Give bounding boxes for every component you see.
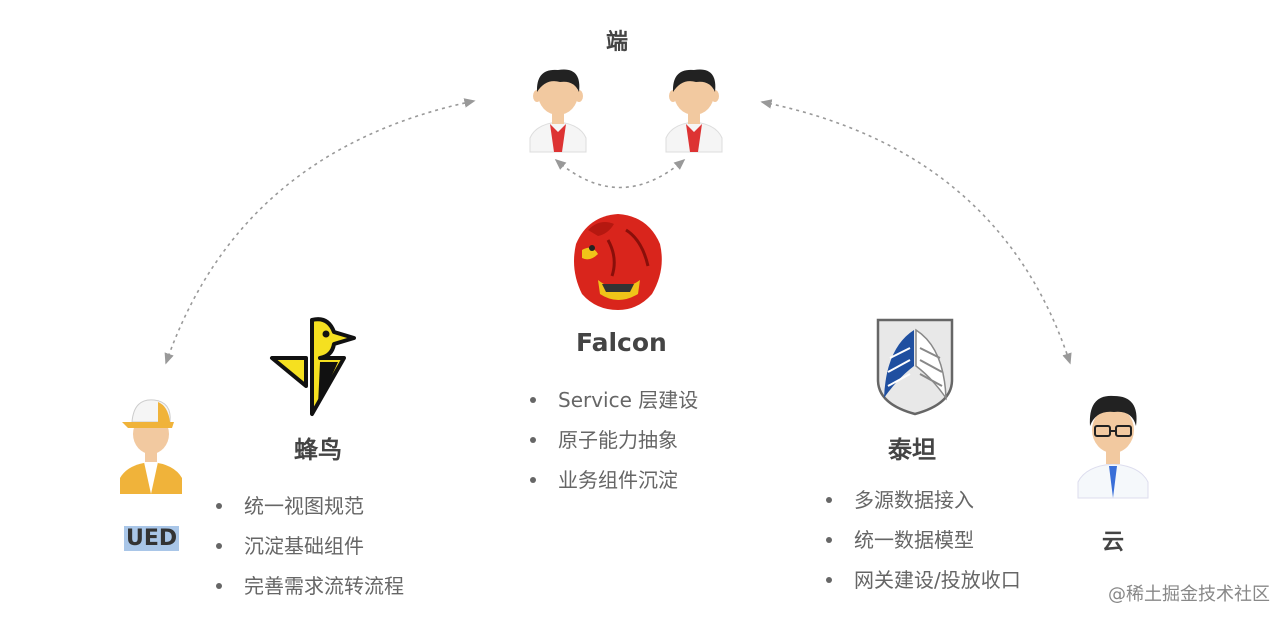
- watermark: @稀土掘金技术社区: [1108, 584, 1270, 605]
- ued-label: UED: [124, 526, 180, 551]
- taitan-wings-emblem-icon: [876, 318, 954, 416]
- list-item: 业务组件沉淀: [528, 460, 698, 500]
- fengniao-hummingbird-logo-icon: [270, 317, 356, 416]
- fengniao-title: 蜂鸟: [294, 436, 342, 464]
- list-item: 多源数据接入: [824, 480, 1021, 520]
- client-person-icon-left: [529, 69, 587, 153]
- falcon-title: Falcon: [576, 328, 667, 357]
- falcon-feature-list: Service 层建设 原子能力抽象 业务组件沉淀: [528, 380, 698, 500]
- list-item: 原子能力抽象: [528, 420, 698, 460]
- client-person-icon-right: [665, 69, 723, 153]
- list-item: 统一视图规范: [214, 486, 404, 526]
- fengniao-feature-list: 统一视图规范 沉淀基础组件 完善需求流转流程: [214, 486, 404, 606]
- ued-designer-person-icon: [120, 399, 182, 494]
- list-item: Service 层建设: [528, 380, 698, 420]
- list-item: 网关建设/投放收口: [824, 560, 1021, 600]
- client-label: 端: [606, 30, 629, 55]
- list-item: 统一数据模型: [824, 520, 1021, 560]
- taitan-title: 泰坦: [888, 436, 936, 464]
- list-item: 沉淀基础组件: [214, 526, 404, 566]
- list-item: 完善需求流转流程: [214, 566, 404, 606]
- arrow-client-to-cloud: [760, 99, 1072, 365]
- cloud-engineer-person-icon: [1077, 395, 1149, 499]
- falcon-logo-icon: [574, 214, 662, 310]
- taitan-feature-list: 多源数据接入 统一数据模型 网关建设/投放收口: [824, 480, 1021, 600]
- arrow-between-clients: [554, 158, 686, 189]
- ued-label-text: UED: [124, 526, 180, 551]
- cloud-label: 云: [1102, 530, 1125, 555]
